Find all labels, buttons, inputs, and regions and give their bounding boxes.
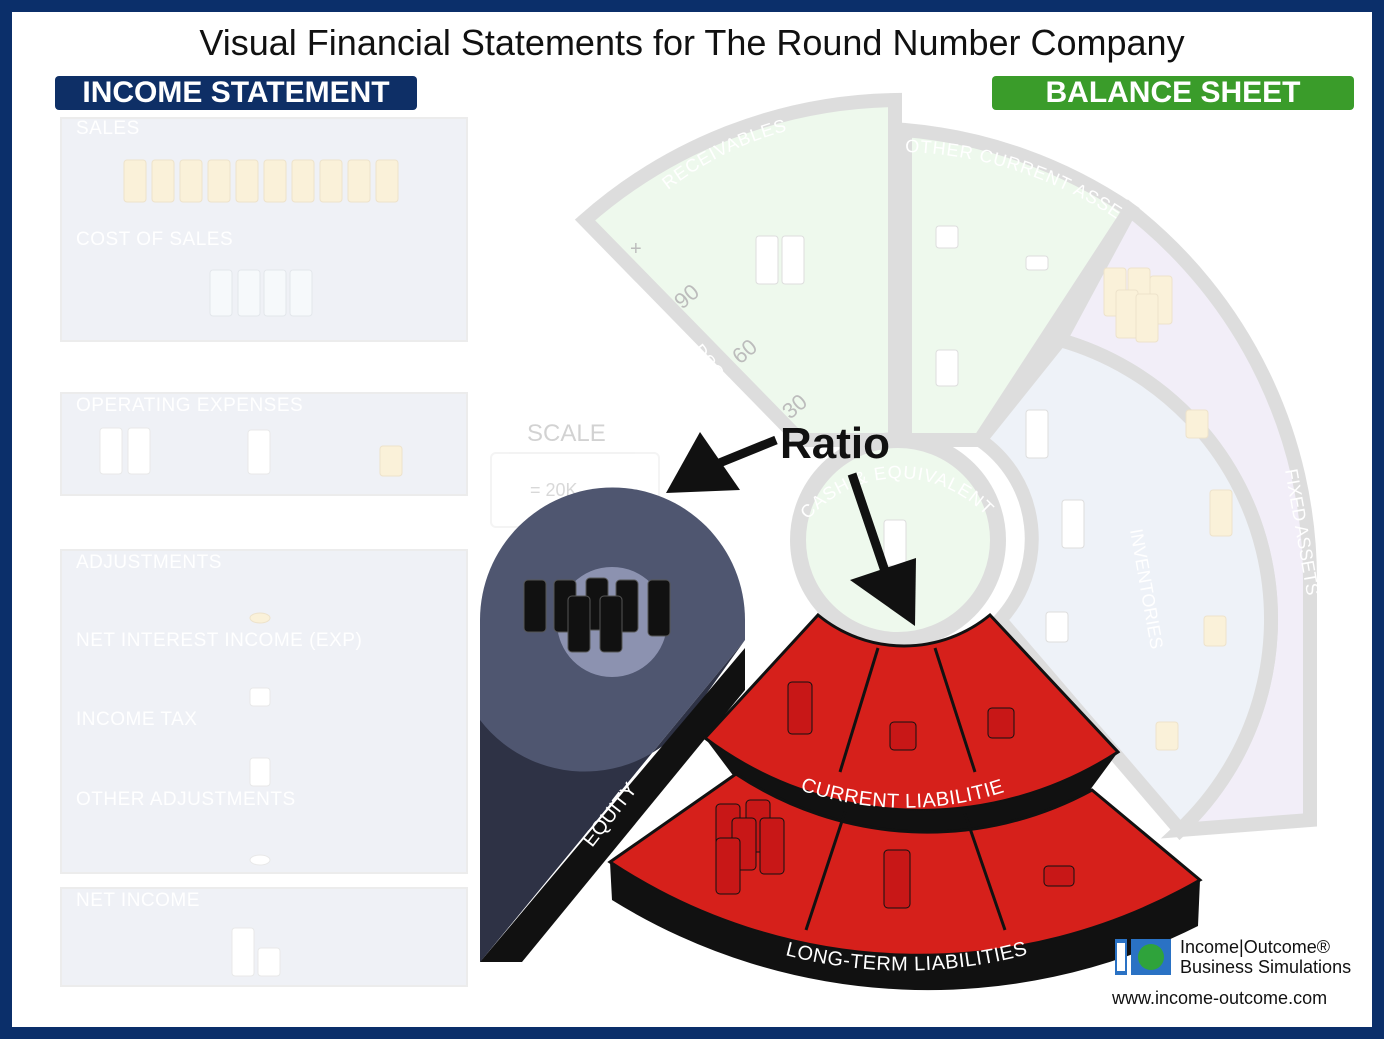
equity-section: EQUITY xyxy=(480,487,745,962)
scale-value: = 20K xyxy=(530,480,578,500)
website-link[interactable]: www.income-outcome.com xyxy=(1112,988,1328,1008)
sales-cogs-panel xyxy=(60,117,468,342)
ratio-arrows xyxy=(666,432,916,626)
page-title: Visual Financial Statements for The Roun… xyxy=(199,22,1185,63)
other-adjustments-label: OTHER ADJUSTMENTS xyxy=(76,789,296,810)
opex-panel xyxy=(60,392,468,496)
gauge-plus: + xyxy=(630,238,642,260)
adjustments-panel xyxy=(60,549,468,874)
balance-sheet-header: BALANCE SHEET xyxy=(992,76,1354,110)
logo-line1: Income|Outcome® xyxy=(1180,937,1330,957)
net-income-panel xyxy=(60,887,468,987)
income-coins xyxy=(99,159,403,977)
long-term-liabilities-section: LONG-TERM LIABILITIES xyxy=(607,772,1203,991)
scale-title: SCALE xyxy=(527,420,606,447)
gross-profit-label: GROSS PROFIT xyxy=(76,357,226,378)
net-interest-label: NET INTEREST INCOME (EXP) xyxy=(76,630,363,651)
ratio-annotation: Ratio xyxy=(780,419,890,468)
operating-expenses-label: OPERATING EXPENSES xyxy=(76,395,304,416)
operating-income-label: OPERATING INCOME xyxy=(76,511,276,532)
income-statement-header: INCOME STATEMENT xyxy=(55,76,417,110)
net-income-label: NET INCOME xyxy=(76,890,200,911)
logo-text: Income|Outcome® Business Simulations xyxy=(1180,937,1351,977)
sales-label: SALES xyxy=(76,118,140,139)
cost-of-sales-label: COST OF SALES xyxy=(76,229,234,250)
adjustments-label: ADJUSTMENTS xyxy=(76,552,222,573)
income-outcome-logo xyxy=(1115,939,1171,975)
income-tax-label: INCOME TAX xyxy=(76,709,198,730)
logo-line2: Business Simulations xyxy=(1180,957,1352,977)
